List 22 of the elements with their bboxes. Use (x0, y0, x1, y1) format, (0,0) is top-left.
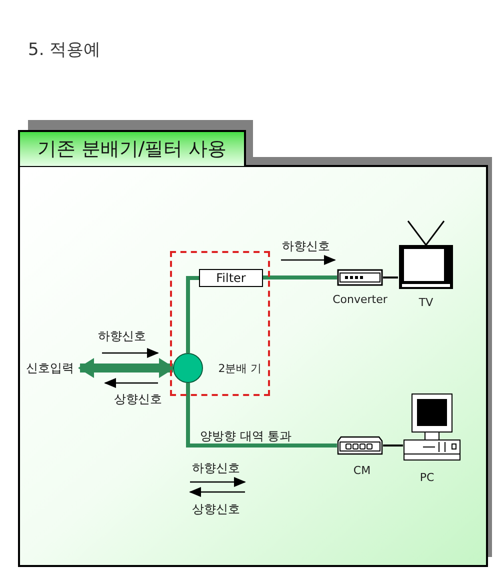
device-label: PC (418, 470, 436, 486)
tab-title: 기존 분배기/필터 사용 (18, 130, 246, 166)
page-title: 5. 적용예 (28, 39, 101, 62)
connector (263, 276, 337, 280)
signal-label: 하향신호 (282, 238, 330, 255)
signal-label: 하향신호 (192, 460, 240, 477)
edge-label: 양방향 대역 통과 (200, 428, 292, 445)
device-label: TV (418, 295, 434, 311)
signal-label: 상향신호 (114, 391, 162, 408)
connector (186, 383, 337, 448)
device-label: CM (352, 463, 372, 479)
connector (186, 276, 199, 353)
connector (383, 276, 398, 278)
connector (78, 358, 175, 378)
signal-label: 상향신호 (192, 501, 240, 518)
signal-input-label: 신호입력 (26, 359, 80, 377)
device-label: 2분배 기 (217, 361, 263, 377)
signal-label: 하향신호 (98, 328, 146, 345)
dashed-outline (170, 251, 270, 396)
filter-box: Filter (199, 269, 263, 287)
connector (383, 444, 403, 446)
device-label: Converter (332, 292, 388, 308)
